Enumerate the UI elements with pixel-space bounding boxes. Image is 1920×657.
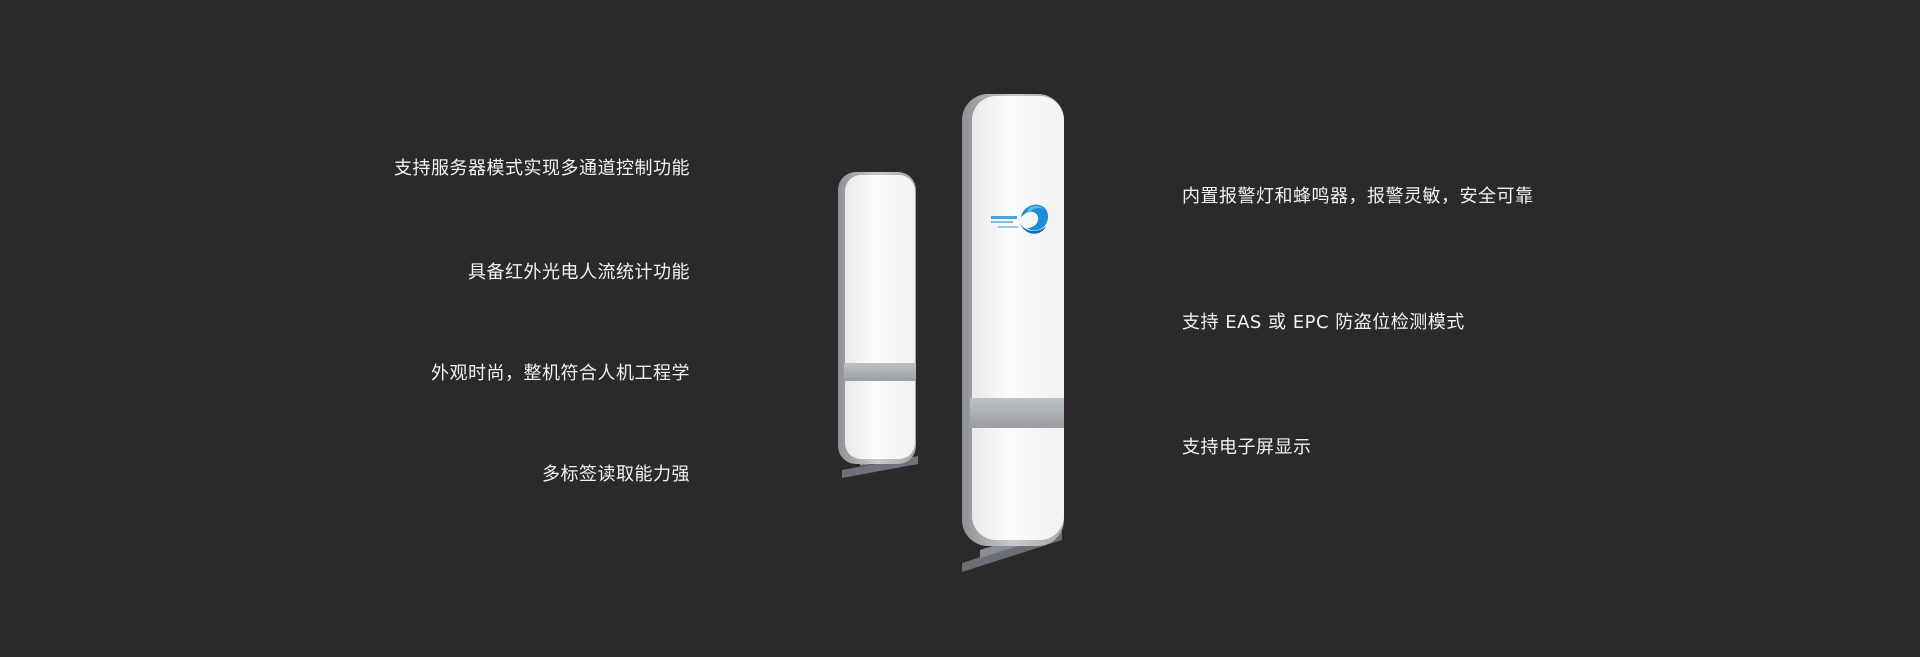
feature-people-counting: 具备红外光电人流统计功能	[468, 262, 690, 283]
rfid-gate-product-image	[838, 94, 1064, 572]
wave-swirl-logo-icon	[991, 204, 1049, 234]
feature-ergonomic-design: 外观时尚，整机符合人机工程学	[431, 363, 690, 384]
feature-multi-tag-reading: 多标签读取能力强	[542, 464, 690, 485]
feature-alarm-light-buzzer: 内置报警灯和蜂鸣器，报警灵敏，安全可靠	[1182, 186, 1534, 207]
feature-multi-channel: 支持服务器模式实现多通道控制功能	[394, 158, 690, 179]
feature-electronic-display: 支持电子屏显示	[1182, 437, 1312, 458]
rear-gate-pillar	[838, 172, 918, 478]
feature-eas-epc-mode: 支持 EAS 或 EPC 防盗位检测模式	[1182, 312, 1465, 333]
front-gate-pillar	[962, 94, 1064, 572]
